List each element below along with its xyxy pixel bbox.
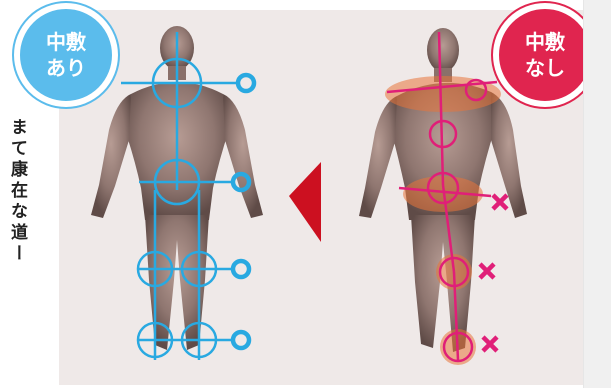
bad-marker-hip [493, 195, 507, 209]
side-caption-text: まて康在な道ー [6, 118, 28, 265]
without-insole-badge: 中敷 なし [493, 3, 597, 107]
right-sidebar-strip [583, 0, 611, 388]
without-insole-badge-line2: なし [525, 55, 565, 81]
with-insole-badge: 中敷 あり [14, 3, 118, 107]
with-insole-badge-line2: あり [46, 55, 86, 81]
bad-markers [480, 195, 507, 351]
good-marker-knee [233, 261, 249, 277]
bad-marker-knee [480, 264, 494, 278]
comparison-arrow [289, 162, 321, 242]
bad-marker-ankle [483, 337, 497, 351]
good-marker-shoulder [238, 75, 254, 91]
with-insole-badge-line1: 中敷 [46, 29, 86, 55]
good-marker-ankle [233, 332, 249, 348]
without-insole-badge-line1: 中敷 [525, 29, 565, 55]
